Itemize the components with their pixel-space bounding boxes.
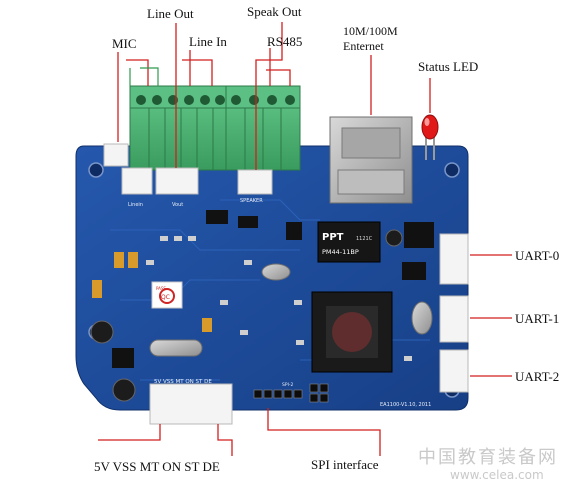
label-status-led: Status LED <box>418 59 479 74</box>
silk-ppt: PPT <box>322 232 344 243</box>
mounting-hole <box>88 162 104 178</box>
label-speak-out: Speak Out <box>247 4 302 19</box>
mounting-hole <box>444 162 460 178</box>
silk-speaker: SPEAKER <box>240 198 263 204</box>
capacitor <box>90 320 114 344</box>
terminal-block-audio <box>129 85 227 171</box>
silk-header-pins: 5V VSS MT ON ST DE <box>154 379 212 385</box>
label-uart2: UART-2 <box>515 369 560 384</box>
silk-board-id: EA1100-V1.10, 2011 <box>380 402 431 408</box>
label-spi-interface: SPI interface <box>311 457 379 472</box>
ethernet-jack <box>329 116 413 204</box>
crystal <box>261 263 291 281</box>
terminal-block-speaker <box>225 85 301 171</box>
silk-spi: SPI-2 <box>282 382 294 388</box>
qc-sticker <box>151 281 183 309</box>
silk-chip-small: 1121C <box>356 236 373 242</box>
label-ethernet-line2: Enternet <box>343 39 384 53</box>
label-power-pins: 5V VSS MT ON ST DE <box>94 459 220 474</box>
crystal <box>411 301 433 335</box>
silk-chip-code: PM44-11BP <box>322 248 359 256</box>
crystal <box>149 339 203 357</box>
label-uart1: UART-1 <box>515 311 560 326</box>
watermark-cn: 中国教育装备网 <box>418 447 558 468</box>
main-cpu <box>311 291 393 373</box>
smd-components <box>92 210 434 368</box>
label-ethernet-line1: 10M/100M <box>343 24 398 38</box>
callout-lines-green <box>129 67 159 86</box>
label-mic: MIC <box>112 36 137 51</box>
silk-linein: Linein <box>128 202 143 208</box>
callout-lines <box>98 22 512 456</box>
label-rs485: RS485 <box>267 34 303 49</box>
white-connectors <box>103 143 469 425</box>
ppt-chip <box>317 221 381 263</box>
silk-pass: PASS <box>156 286 166 291</box>
spi-header <box>253 383 329 403</box>
label-uart0: UART-0 <box>515 248 560 263</box>
watermark-url: www.celea.com <box>450 468 544 482</box>
silk-qc: QC <box>161 294 170 301</box>
capacitor <box>385 229 403 247</box>
label-line-out: Line Out <box>147 6 194 21</box>
silk-vout: Vout <box>172 202 183 208</box>
label-line-in: Line In <box>189 34 227 49</box>
status-led <box>421 114 439 160</box>
capacitor <box>112 378 136 402</box>
